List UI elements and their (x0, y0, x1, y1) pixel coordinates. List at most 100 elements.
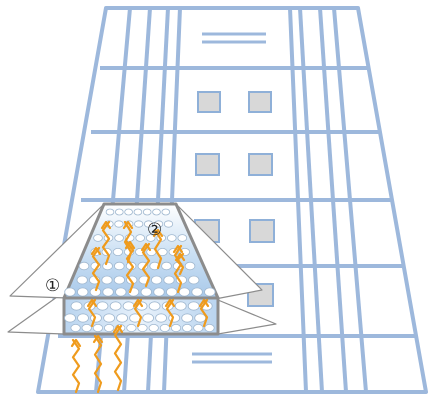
perforation-hole (165, 287, 178, 297)
perforation-hole (142, 313, 155, 323)
perforation-hole (182, 323, 193, 332)
perforation-hole (148, 323, 159, 332)
perforation-hole (191, 287, 203, 297)
perforation-hole (178, 287, 191, 297)
perforation-hole (92, 323, 104, 332)
heat-arrow-head (174, 252, 186, 262)
perforation-hole (103, 313, 115, 323)
heat-arrow-head (100, 220, 112, 230)
perforation-hole (133, 208, 143, 216)
perforation-hole (193, 323, 204, 332)
perforation-hole (115, 287, 127, 297)
perforation-hole (163, 275, 175, 285)
perforation-hole (167, 234, 177, 242)
heat-arrow-head (122, 220, 134, 230)
perforation-hole (134, 220, 144, 228)
marker-1-label: ① (45, 276, 60, 296)
perforation-hole (153, 287, 165, 297)
perforation-hole (148, 301, 161, 311)
window (248, 153, 273, 176)
perforation-hole (204, 323, 215, 332)
perforation-hole (116, 313, 128, 323)
heat-wave-arrow-icon (113, 324, 123, 392)
window (197, 91, 221, 113)
heat-arrow-head (140, 242, 152, 252)
heat-arrow-head (198, 298, 210, 308)
heat-arrow-head (132, 298, 144, 308)
heat-wave-arrow-icon (175, 252, 185, 276)
heat-wave-arrow-icon (173, 244, 183, 294)
perforation-hole (163, 220, 174, 228)
heat-wave-arrow-icon (133, 298, 143, 328)
perforation-hole (104, 323, 115, 332)
perforation-hole (140, 287, 153, 297)
perforation-hole (145, 234, 156, 242)
perforation-hole (70, 323, 81, 332)
heat-arrow-head (90, 246, 102, 256)
window (248, 91, 272, 113)
heat-arrows (70, 220, 210, 394)
perforation-hole (154, 220, 164, 228)
perforation-hole (135, 234, 146, 242)
marker-2-label: ② (147, 220, 162, 240)
marker-2: ② (147, 220, 162, 240)
perforation-hole (144, 220, 154, 228)
heat-wave-arrow-icon (91, 246, 101, 292)
perforation-hole (124, 208, 133, 216)
perforation-hole (137, 323, 148, 332)
heat-wave-arrow-icon (123, 220, 133, 264)
perforation-hole (181, 313, 194, 323)
perforation-hole (170, 323, 182, 332)
heat-arrow-head (86, 298, 98, 308)
heat-wave-arrow-icon (101, 220, 111, 266)
perforation-hole (112, 247, 124, 256)
heat-arrow-head (172, 244, 184, 254)
window (195, 153, 220, 176)
heat-wave-arrow-icon (93, 334, 103, 394)
heat-wave-arrow-icon (87, 298, 97, 328)
perforation-hole (159, 323, 170, 332)
perforation-hole (152, 208, 161, 216)
perforation-hole (188, 275, 200, 285)
heat-wave-arrow-icon (165, 298, 175, 328)
perforation-hole (142, 208, 152, 216)
perforation-hole (151, 275, 163, 285)
windows (194, 91, 275, 307)
perforation-hole (204, 287, 216, 297)
perforation-hole (101, 275, 113, 285)
perforation-hole (78, 261, 90, 271)
perforation-hole (177, 234, 188, 242)
heat-wave-arrow-icon (153, 228, 163, 270)
facade-sign (202, 32, 266, 44)
perforation-hole (155, 313, 168, 323)
heat-wave-arrow-icon (71, 338, 81, 394)
marker-1: ① (45, 276, 60, 296)
perforation-hole (64, 287, 76, 297)
perforation-hole (184, 261, 196, 271)
perforation-hole (194, 313, 207, 323)
perforation-hole (114, 261, 125, 271)
heat-wave-arrow-icon (199, 298, 209, 328)
perforation-hole (161, 261, 172, 271)
window (249, 219, 275, 243)
perforation-hole (76, 287, 89, 297)
perforation-hole (114, 234, 124, 242)
perforation-hole (76, 275, 88, 285)
perforation-hole (89, 287, 102, 297)
heat-arrow-head (70, 338, 82, 348)
heat-arrow-head (164, 298, 176, 308)
perforation-hole (122, 301, 135, 311)
heat-arrow-head (92, 334, 104, 344)
perforation-hole (187, 301, 200, 311)
perforation-hole (102, 261, 113, 271)
perforation-hole (93, 234, 103, 242)
perforation-hole (115, 208, 124, 216)
entrance-canopy (192, 352, 272, 364)
perforation-hole (161, 208, 171, 216)
heat-arrow-head (152, 228, 164, 238)
perforation-hole (102, 287, 114, 297)
perforation-hole (81, 323, 92, 332)
perforation-hole (70, 301, 83, 311)
